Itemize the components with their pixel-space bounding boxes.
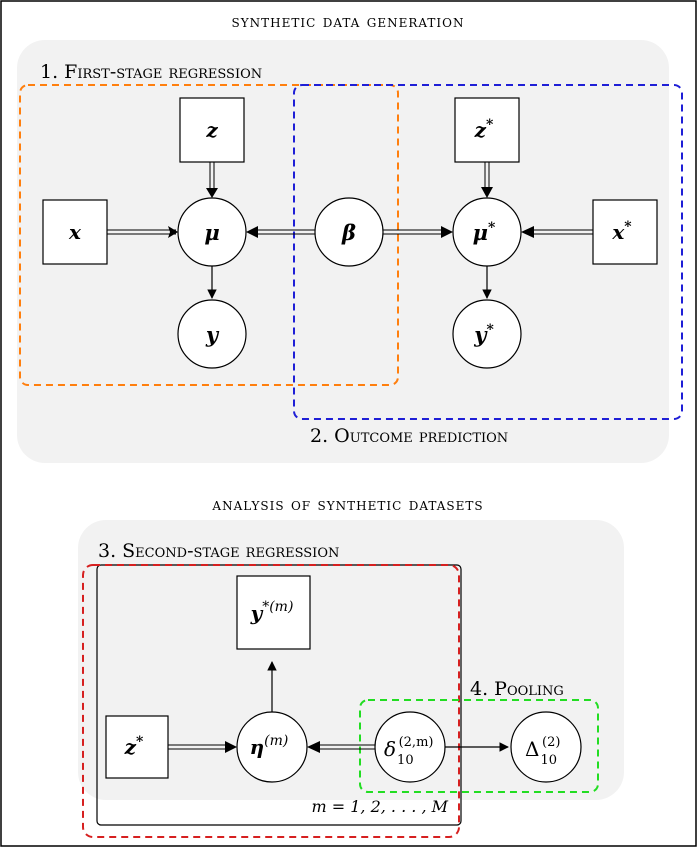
node-Delta-label: Δ10(2) bbox=[525, 735, 560, 768]
node-eta-label: η(m) bbox=[250, 733, 289, 759]
node-mu-label: μ bbox=[204, 220, 219, 245]
node-x-star-label: x* bbox=[611, 219, 632, 244]
node-y-star-m bbox=[236, 575, 311, 650]
node-x-star bbox=[592, 199, 658, 265]
edge-x-mu bbox=[107, 226, 178, 238]
node-y-star-label: y* bbox=[473, 322, 494, 347]
edge-x-star-mu-star bbox=[521, 226, 593, 238]
group-box-pooling bbox=[359, 699, 599, 793]
node-y bbox=[177, 299, 247, 369]
node-z-star bbox=[454, 97, 520, 163]
node-x-label: x bbox=[68, 220, 82, 244]
node-z-star-bottom bbox=[105, 715, 169, 779]
group-label-outcome-prediction: 2. Outcome prediction bbox=[310, 425, 508, 447]
edge-delta-eta bbox=[307, 741, 375, 753]
node-beta-label: β bbox=[341, 220, 356, 245]
node-z-star-bottom-label: z* bbox=[124, 734, 144, 759]
node-Delta bbox=[510, 711, 582, 783]
panel-bottom bbox=[78, 520, 624, 800]
node-mu-star-label: μ* bbox=[473, 220, 496, 245]
group-box-outcome-prediction bbox=[293, 84, 683, 420]
node-y-label: y bbox=[205, 322, 220, 347]
section-title-top: synthetic data generation bbox=[232, 12, 465, 32]
node-x bbox=[42, 199, 108, 265]
group-box-first-stage bbox=[19, 84, 399, 386]
edge-z-star-eta bbox=[168, 741, 237, 753]
node-beta bbox=[314, 197, 384, 267]
group-label-pooling: 4. Pooling bbox=[470, 678, 564, 700]
plate-label: m = 1, 2, . . . , M bbox=[311, 797, 448, 816]
node-y-star bbox=[452, 299, 522, 369]
node-y-star-m-label: y*(m) bbox=[250, 599, 294, 625]
node-z bbox=[179, 97, 245, 163]
edge-beta-mu bbox=[246, 226, 315, 238]
group-label-first-stage: 1. First-stage regression bbox=[40, 61, 262, 83]
node-z-label: z bbox=[205, 118, 218, 142]
section-title-bottom: analysis of synthetic datasets bbox=[211, 495, 483, 515]
group-label-second-stage: 3. Second-stage regression bbox=[98, 540, 339, 562]
edge-z-star-mu-star bbox=[481, 162, 493, 198]
node-z-star-label: z* bbox=[474, 117, 494, 142]
edge-beta-mu-star bbox=[383, 226, 453, 238]
node-delta-label: δ10(2,m) bbox=[384, 735, 433, 768]
edge-z-mu bbox=[206, 162, 218, 198]
